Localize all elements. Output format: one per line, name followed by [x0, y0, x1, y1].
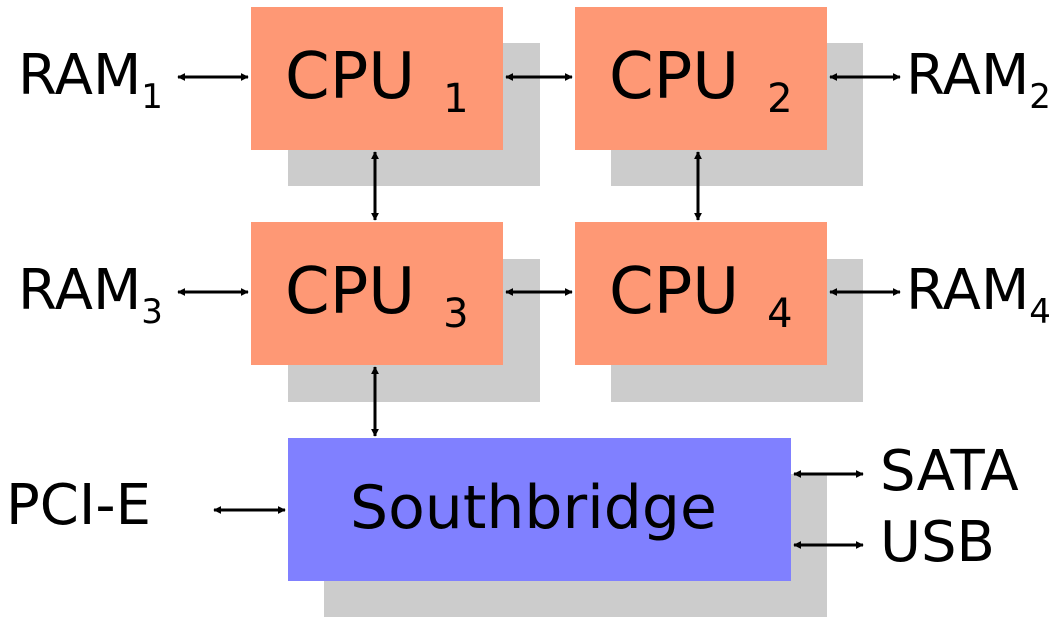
cpu-4-name: CPU — [609, 255, 740, 329]
cpu-3-box: CPU 3 — [251, 222, 503, 365]
ram-1-name: RAM — [18, 43, 142, 108]
cpu-4-box: CPU 4 — [575, 222, 827, 365]
cpu-2-index: 2 — [767, 76, 793, 122]
southbridge-label: Southbridge — [350, 473, 717, 543]
cpu-4-index: 4 — [767, 291, 793, 337]
ram-4-index: 4 — [1029, 292, 1051, 332]
cpu-1-box: CPU 1 — [251, 7, 503, 150]
cpu-2-name: CPU — [609, 40, 740, 114]
cpu-3-index: 3 — [443, 291, 469, 337]
cpu-2-box: CPU 2 — [575, 7, 827, 150]
ram-2-name: RAM — [906, 43, 1030, 108]
ram-4-name: RAM — [906, 258, 1030, 323]
cpu-1-name: CPU — [285, 40, 416, 114]
cpu-1-index: 1 — [443, 76, 469, 122]
ram-1-label: RAM1 — [18, 48, 163, 115]
ram-2-label: RAM2 — [906, 48, 1051, 115]
pcie-label: PCI-E — [6, 473, 151, 538]
ram-2-index: 2 — [1029, 77, 1051, 117]
ram-3-label: RAM3 — [18, 263, 163, 330]
sata-label: SATA — [880, 439, 1019, 504]
ram-3-index: 3 — [141, 292, 163, 332]
ram-4-label: RAM4 — [906, 263, 1051, 330]
ram-1-index: 1 — [141, 77, 163, 117]
southbridge-box: Southbridge — [288, 438, 791, 581]
ram-3-name: RAM — [18, 258, 142, 323]
usb-label: USB — [880, 510, 995, 575]
cpu-3-name: CPU — [285, 255, 416, 329]
